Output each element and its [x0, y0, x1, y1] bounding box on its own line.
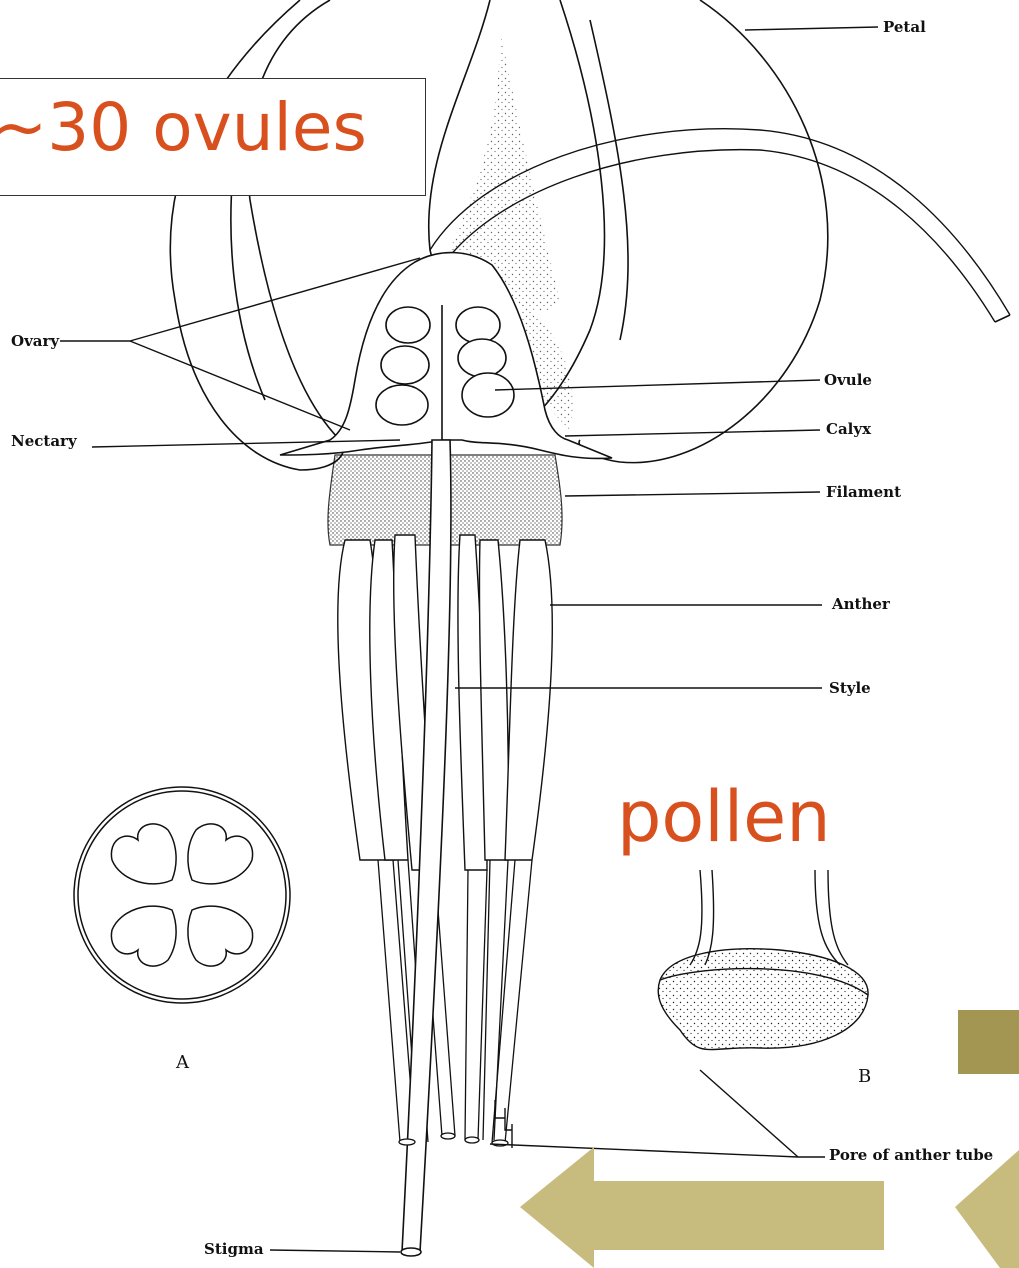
panel-letter-a: A [176, 1052, 189, 1073]
label-pore: Pore of anther tube [829, 1148, 993, 1163]
left-arrow-partial [955, 1150, 1019, 1268]
petal-shape [579, 0, 828, 463]
label-style: Style [829, 681, 871, 696]
ovule-shape [376, 385, 428, 425]
ovule-shape [458, 339, 506, 377]
ovule-shape [456, 307, 500, 343]
decor-square [958, 1010, 1019, 1074]
locule-shape [111, 824, 176, 884]
cross-section-circle [74, 787, 290, 1003]
petal-shape [590, 20, 628, 340]
left-arrow [520, 1147, 884, 1268]
label-petal: Petal [883, 20, 926, 35]
anther-shape [505, 540, 552, 860]
ovule-count-callout: ~30 ovules [0, 95, 367, 161]
locule-shape [188, 906, 253, 966]
locule-shape [111, 906, 176, 966]
label-stigma: Stigma [204, 1242, 264, 1257]
label-ovule: Ovule [824, 373, 872, 388]
label-ovary: Ovary [11, 334, 59, 349]
anther-shape [479, 540, 508, 860]
label-anther: Anther [832, 597, 890, 612]
ovule-shape [386, 307, 430, 343]
stigma-shape [401, 1248, 421, 1256]
petal-shape [170, 0, 343, 470]
locule-shape [188, 824, 253, 884]
label-nectary: Nectary [11, 434, 77, 449]
label-calyx: Calyx [826, 422, 871, 437]
label-filament: Filament [826, 485, 901, 500]
ovule-shape [381, 346, 429, 384]
ovule-shape [462, 373, 514, 417]
pollen-label: pollen [617, 782, 831, 852]
anther-pore-shape [658, 949, 868, 1050]
panel-letter-b: B [858, 1066, 871, 1087]
